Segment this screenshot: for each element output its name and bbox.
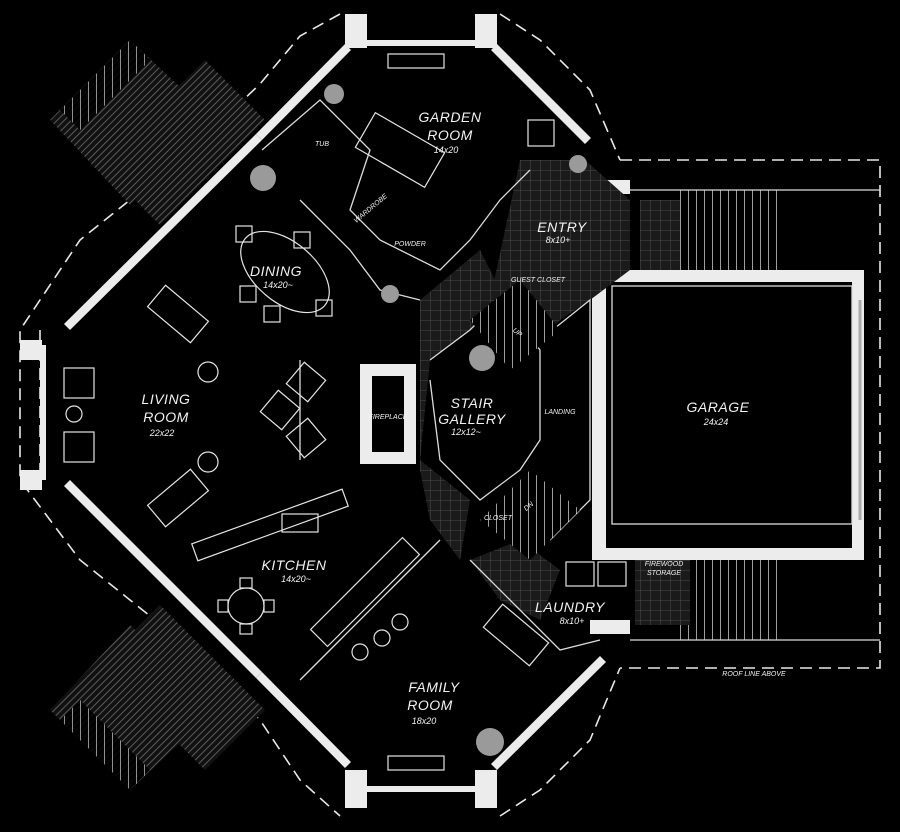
room-label-garage: GARAGE 24x24	[687, 399, 750, 427]
label-firewood-line1: FIREWOOD	[645, 561, 684, 568]
interior-walls	[261, 99, 601, 681]
label-tub: TUB	[315, 141, 329, 148]
svg-text:DINING: DINING	[250, 263, 302, 279]
label-powder: POWDER	[394, 241, 426, 248]
svg-text:14x20: 14x20	[434, 145, 459, 155]
plants	[250, 84, 587, 756]
roof-outline	[19, 13, 881, 817]
svg-text:ROOM: ROOM	[143, 409, 189, 425]
label-firewood-line2: STORAGE	[647, 570, 681, 577]
garage	[592, 189, 880, 641]
svg-text:GALLERY: GALLERY	[438, 411, 507, 427]
svg-text:22x22: 22x22	[149, 428, 175, 438]
svg-text:14x20~: 14x20~	[263, 280, 293, 290]
room-label-dining: DINING 14x20~	[250, 263, 302, 290]
deck-upper-left	[50, 40, 265, 225]
room-label-living-room: LIVING ROOM 22x22	[142, 391, 191, 438]
label-closet: CLOSET	[484, 515, 513, 522]
label-landing: LANDING	[544, 409, 576, 416]
room-label-laundry: LAUNDRY 8x10+	[535, 599, 606, 626]
svg-text:18x20: 18x20	[412, 716, 437, 726]
room-label-kitchen: KITCHEN 14x20~	[262, 557, 327, 584]
svg-text:LAUNDRY: LAUNDRY	[535, 599, 606, 615]
svg-text:ROOM: ROOM	[427, 127, 473, 143]
label-guest-closet: GUEST CLOSET	[511, 277, 566, 284]
svg-text:14x20~: 14x20~	[281, 574, 311, 584]
svg-text:8x10+: 8x10+	[560, 616, 585, 626]
furniture	[63, 53, 627, 771]
room-label-family-room: FAMILY ROOM 18x20	[407, 679, 460, 726]
svg-text:GARAGE: GARAGE	[687, 399, 750, 415]
svg-text:FAMILY: FAMILY	[408, 679, 460, 695]
deck-lower-left	[50, 605, 265, 790]
svg-text:24x24: 24x24	[703, 417, 729, 427]
stair-runs	[470, 280, 580, 560]
svg-text:12x12~: 12x12~	[451, 427, 481, 437]
svg-text:LIVING: LIVING	[142, 391, 191, 407]
label-wardrobe: WARDROBE	[353, 193, 389, 225]
svg-text:ROOM: ROOM	[407, 697, 453, 713]
label-stair-up: UP	[511, 327, 523, 339]
room-label-entry: ENTRY 8x10+	[537, 219, 588, 245]
exterior-walls	[20, 14, 630, 808]
svg-text:GARDEN: GARDEN	[419, 109, 482, 125]
svg-text:STAIR: STAIR	[451, 395, 494, 411]
label-roof-line-above: ROOF LINE ABOVE	[722, 671, 786, 678]
svg-text:8x10+: 8x10+	[546, 235, 571, 245]
room-label-garden-room: GARDEN ROOM 14x20	[419, 109, 482, 155]
svg-text:ENTRY: ENTRY	[537, 219, 588, 235]
svg-text:KITCHEN: KITCHEN	[262, 557, 327, 573]
room-label-stair-gallery: STAIR GALLERY 12x12~	[438, 395, 507, 437]
label-fireplace: FIREPLACE	[369, 414, 408, 421]
